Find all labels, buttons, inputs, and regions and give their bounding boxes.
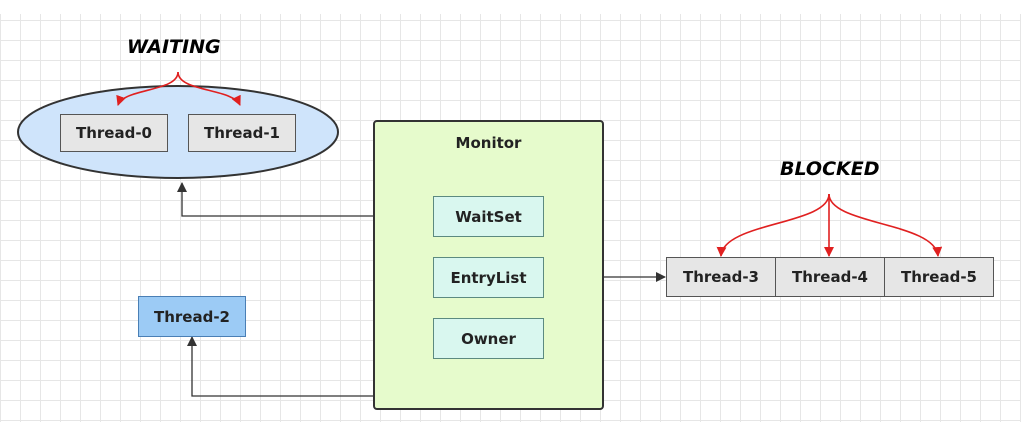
thread-0-box: Thread-0 xyxy=(60,114,168,152)
thread-2-box: Thread-2 xyxy=(138,296,246,337)
blocked-arrow-right xyxy=(828,193,943,257)
waiting-ellipse xyxy=(17,85,339,179)
thread-4-box: Thread-4 xyxy=(775,257,885,297)
thread-1-box: Thread-1 xyxy=(188,114,296,152)
thread-3-box: Thread-3 xyxy=(666,257,776,297)
waiting-arrow-left xyxy=(116,71,179,106)
owner-box: Owner xyxy=(433,318,544,359)
top-strip xyxy=(0,0,1021,14)
blocked-arrow-left xyxy=(716,193,830,257)
waitset-connector xyxy=(177,182,433,217)
entrylist-box: EntryList xyxy=(433,257,544,298)
waitset-box: WaitSet xyxy=(433,196,544,237)
waiting-label: WAITING xyxy=(127,36,221,58)
thread-5-box: Thread-5 xyxy=(884,257,994,297)
blocked-label: BLOCKED xyxy=(780,158,880,180)
monitor-title: Monitor xyxy=(455,134,522,152)
waiting-arrow-right xyxy=(177,71,241,106)
